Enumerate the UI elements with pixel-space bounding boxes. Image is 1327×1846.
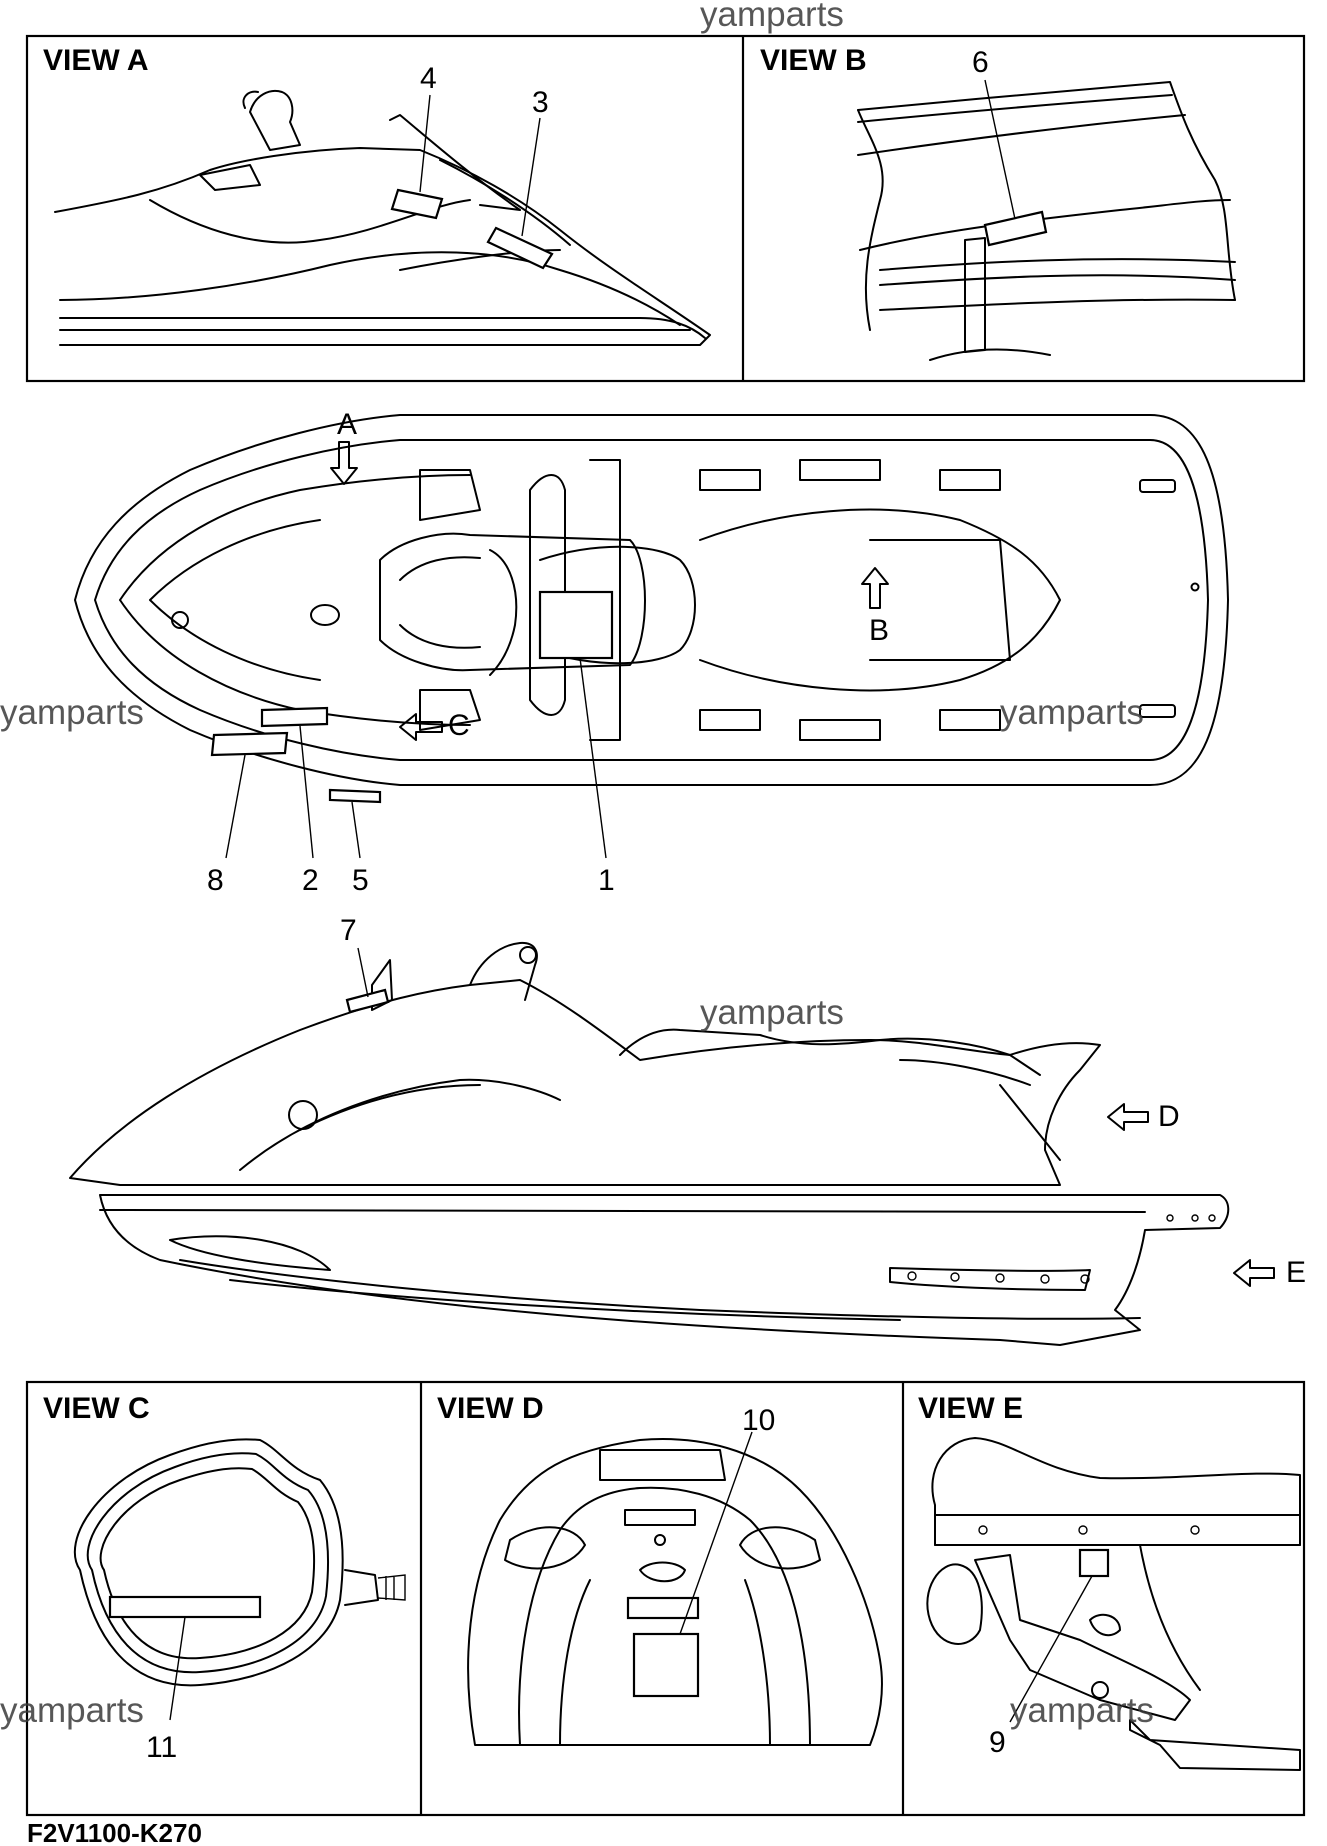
callout-4: 4 [420,62,437,95]
view-b-title: VIEW B [760,44,867,77]
view-d-arrow-icon [1107,1103,1149,1131]
watermark-bottom-left: yamparts [0,1691,144,1730]
view-c-arrow-icon [399,713,443,741]
view-e-arrow-icon [1233,1259,1275,1287]
callout-9: 9 [989,1726,1006,1759]
watermark-left: yamparts [0,693,144,732]
decal-10a-marker [626,1596,700,1620]
top-plan-drawing: 1 2 5 8 A B C [74,408,1229,897]
decal-8-marker [210,731,289,757]
view-e-title: VIEW E [918,1392,1023,1425]
arrow-label-a: A [337,408,357,441]
decal-3-marker [486,226,554,270]
callout-7: 7 [340,914,357,947]
decal-6-marker [983,210,1048,247]
bottom-views-panel [25,1380,1306,1817]
view-e-drawing: VIEW E 9 [918,1392,1301,1771]
callout-10: 10 [742,1404,775,1437]
side-view-drawing: 7 D E [69,914,1306,1346]
watermark-bottom-right: yamparts [1010,1691,1154,1730]
view-d-title: VIEW D [437,1392,544,1425]
view-a-arrow-icon [330,441,358,485]
decal-9-marker [1078,1548,1110,1578]
arrow-label-b: B [869,614,889,647]
callout-1: 1 [598,864,615,897]
decal-2-marker [260,706,329,728]
decal-1-marker [538,590,614,660]
callout-8: 8 [207,864,224,897]
arrow-label-d: D [1158,1100,1180,1133]
view-c-drawing: VIEW C 11 [43,1392,406,1764]
callout-11: 11 [146,1731,177,1764]
view-c-title: VIEW C [43,1392,150,1425]
callout-3: 3 [532,86,549,119]
callout-2: 2 [302,864,319,897]
decal-4-marker [390,188,444,220]
arrow-label-c: C [448,709,470,742]
arrow-label-e: E [1286,1256,1306,1289]
decal-11-marker [108,1595,262,1619]
figure-code: F2V1100-K270 [27,1818,202,1846]
callout-6: 6 [972,46,989,79]
watermark-right: yamparts [1000,693,1144,732]
callout-5: 5 [352,864,369,897]
view-a-drawing: VIEW A 4 3 [43,44,711,346]
top-views-panel [25,34,1306,383]
view-b-drawing: VIEW B 6 [760,44,1236,361]
watermark-center: yamparts [700,993,844,1032]
view-a-title: VIEW A [43,44,149,77]
view-d-drawing: VIEW D 10 [437,1392,883,1746]
decal-7-marker [345,988,390,1014]
watermark-top: yamparts [700,0,844,34]
decal-5-marker [328,788,382,804]
view-b-arrow-icon [861,567,889,609]
decal-10b-marker [632,1632,700,1698]
